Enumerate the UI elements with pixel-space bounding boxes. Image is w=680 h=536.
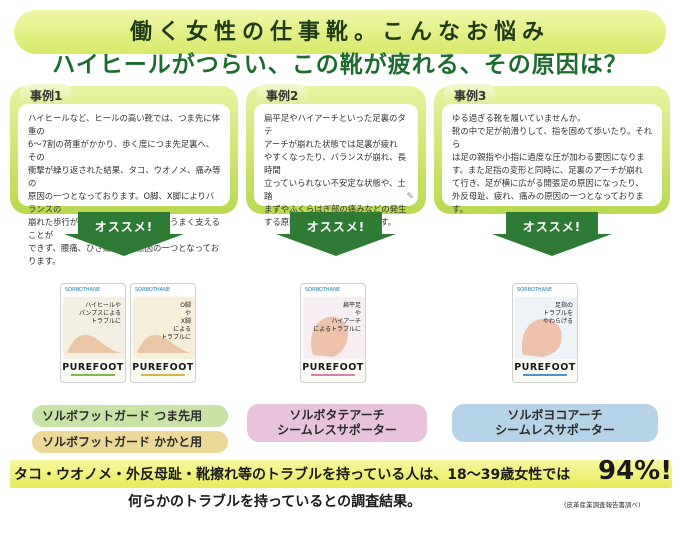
brand-label: SORBOTHANE: [301, 284, 365, 296]
package-name: PUREFOOT: [131, 362, 195, 376]
package-name: PUREFOOT: [301, 362, 365, 376]
package-name: PUREFOOT: [513, 362, 577, 376]
product-package-3: SORBOTHANE 扁平足 や ハイアーチ によるトラブルに PUREFOOT: [300, 283, 366, 383]
package-caption: O脚 や X脚 による トラブルに: [160, 302, 191, 341]
recommend-arrow-3: オススメ!: [492, 212, 612, 256]
product-tag-toe: ソルボフットガード つま先用: [32, 405, 228, 427]
product-tag-vertical-arch: ソルボタテアーチ シームレスサポーター: [247, 404, 427, 442]
stat-source: (皮革産業調査報告書調べ): [564, 501, 641, 509]
stat-text: タコ・ウオノメ・外反母趾・靴擦れ等のトラブルを持っている人は、18〜39歳女性で…: [14, 467, 571, 483]
foot-sole-image: [515, 297, 577, 359]
case-text-1: ハイヒールなど、ヒールの高い靴では、つま先に体重の 6〜7割の荷重がかかり、歩く…: [18, 104, 230, 266]
brand-label: SORBOTHANE: [513, 284, 577, 296]
package-caption: ハイヒールや パンプスによる トラブルに: [79, 302, 121, 325]
case-box-2: 事例2 扁平足やハイアーチといった足裏のタテ アーチが崩れた状態では足裏が疲れ …: [246, 84, 426, 227]
down-arrow-icon: [492, 212, 612, 256]
product-tag-heel: ソルボフットガード かかと用: [32, 431, 228, 453]
case-text-3: ゆる過ぎる靴を履いていませんか。 靴の中で足が前滑りして、指を固めて歩いたり。そ…: [442, 104, 662, 214]
stat-percent: 94%!: [598, 456, 673, 486]
foot-heel-image: [63, 297, 125, 359]
page-subtitle: ハイヒールがつらい、この靴が疲れる、その原因は？: [52, 52, 628, 78]
foot-heel-image: [133, 297, 195, 359]
recommend-label-3: オススメ!: [522, 220, 582, 234]
header-banner: 働く女性の仕事靴。こんなお悩み: [14, 10, 666, 54]
case-box-3: 事例3 ゆる過ぎる靴を履いていませんか。 靴の中で足が前滑りして、指を固めて歩い…: [434, 84, 670, 214]
down-arrow-icon: [64, 212, 184, 256]
recommend-label-1: オススメ!: [94, 220, 154, 234]
brand-label: SORBOTHANE: [131, 284, 195, 296]
recommend-label-2: オススメ!: [306, 220, 366, 234]
package-name: PUREFOOT: [61, 362, 125, 376]
case-text-2: 扁平足やハイアーチといった足裏のタテ アーチが崩れた状態では足裏が疲れ やすくな…: [254, 104, 418, 227]
recommend-arrow-2: オススメ!: [276, 212, 396, 256]
foot-sole-image: [303, 297, 365, 359]
page-title: 働く女性の仕事靴。こんなお悩み: [129, 20, 550, 45]
product-tag-horizontal-arch: ソルボヨコアーチ シームレスサポーター: [452, 404, 658, 442]
pen-mark-icon: ✎: [406, 192, 414, 202]
product-package-2: SORBOTHANE O脚 や X脚 による トラブルに PUREFOOT: [130, 283, 196, 383]
brand-label: SORBOTHANE: [61, 284, 125, 296]
stat-conclusion: 何らかのトラブルを持っているとの調査結果。: [128, 494, 422, 510]
recommend-arrow-1: オススメ!: [64, 212, 184, 256]
down-arrow-icon: [276, 212, 396, 256]
case-box-1: 事例1 ハイヒールなど、ヒールの高い靴では、つま先に体重の 6〜7割の荷重がかか…: [10, 84, 238, 266]
product-package-4: SORBOTHANE 足指の トラブルを やわらげる PUREFOOT: [512, 283, 578, 383]
stat-highlight-bar: タコ・ウオノメ・外反母趾・靴擦れ等のトラブルを持っている人は、18〜39歳女性で…: [10, 456, 672, 488]
package-caption: 扁平足 や ハイアーチ によるトラブルに: [313, 302, 361, 333]
product-package-1: SORBOTHANE ハイヒールや パンプスによる トラブルに PUREFOOT: [60, 283, 126, 383]
package-caption: 足指の トラブルを やわらげる: [542, 302, 573, 325]
